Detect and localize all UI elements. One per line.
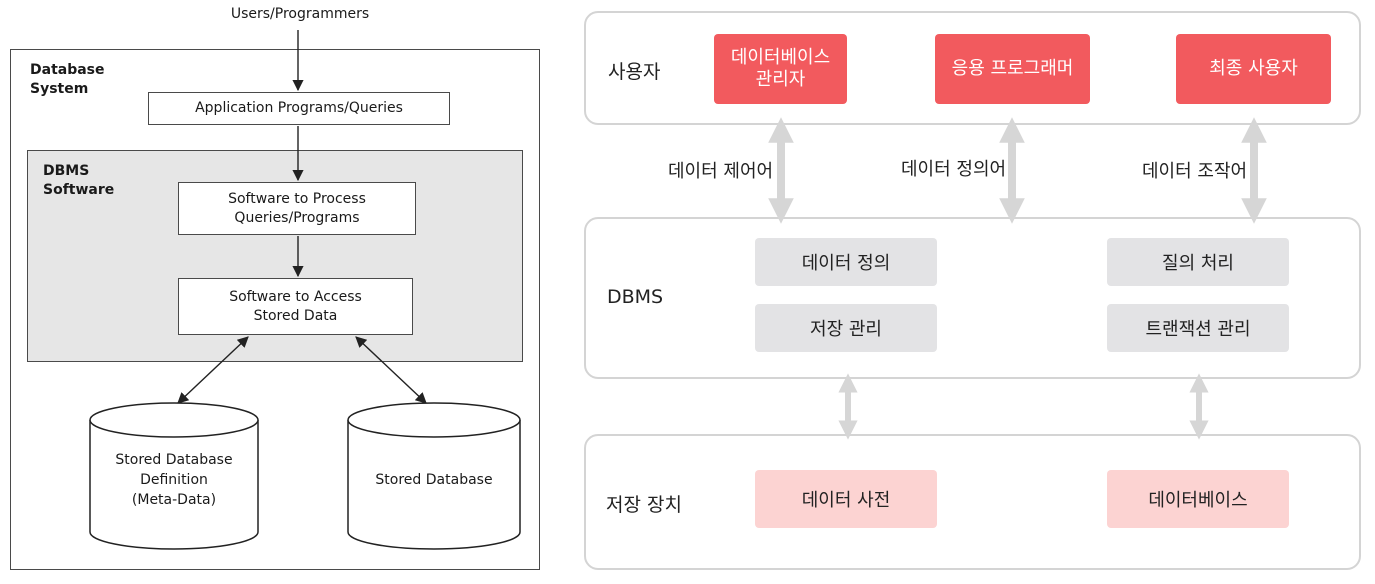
dbms-row-label: DBMS <box>607 286 664 308</box>
process-software-box: Software to Process Queries/Programs <box>178 182 416 235</box>
storage-data-dictionary: 데이터 사전 <box>755 470 937 528</box>
user-app-programmer: 응용 프로그래머 <box>935 34 1090 104</box>
user-row-label: 사용자 <box>608 61 661 83</box>
dbms-function-query-processing: 질의 처리 <box>1107 238 1289 286</box>
access-software-box: Software to Access Stored Data <box>178 278 413 335</box>
user-dba: 데이터베이스 관리자 <box>714 34 847 104</box>
dbms-software-title: DBMS Software <box>43 163 115 198</box>
stored-database-label: Stored Database <box>375 472 493 488</box>
storage-row-label: 저장 장치 <box>606 494 682 516</box>
left-diagram-connectors <box>89 30 521 550</box>
stored-definition-label: Stored Database Definition (Meta-Data) <box>115 452 233 508</box>
storage-database: 데이터베이스 <box>1107 470 1289 528</box>
data-manipulation-language-label: 데이터 조작어 <box>1142 161 1248 182</box>
data-control-language-label: 데이터 제어어 <box>668 161 774 182</box>
stored-database-cylinder <box>347 402 521 550</box>
data-definition-language-label: 데이터 정의어 <box>901 159 1007 180</box>
dbms-function-storage-management: 저장 관리 <box>755 304 937 352</box>
application-programs-box: Application Programs/Queries <box>148 92 450 125</box>
database-system-title: Database System <box>30 62 105 97</box>
stored-definition-cylinder <box>89 402 259 550</box>
users-programmers-label: Users/Programmers <box>230 6 370 22</box>
arrow-access-to-metadata <box>177 336 249 404</box>
arrow-access-to-stored-db <box>355 336 427 404</box>
user-end-user: 최종 사용자 <box>1176 34 1331 104</box>
dbms-function-transaction-management: 트랜잭션 관리 <box>1107 304 1289 352</box>
dbms-function-data-definition: 데이터 정의 <box>755 238 937 286</box>
database-system-frame <box>10 49 540 570</box>
